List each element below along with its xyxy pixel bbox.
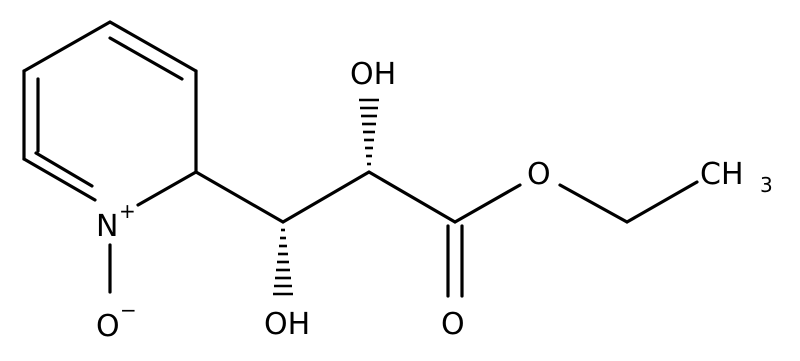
hashed-wedge-top <box>359 98 379 166</box>
atom-ester-o: O <box>527 157 551 192</box>
bond-ring-c5-c4 <box>22 20 112 73</box>
bond-ch2-ch3 <box>625 180 699 224</box>
bond-ring-n1-c6 <box>22 157 97 202</box>
atom-carbonyl-o: O <box>441 307 465 342</box>
atom-n-charge: + <box>119 199 136 223</box>
bond-oester-ch2 <box>558 183 629 224</box>
atom-methyl-subscript: 3 <box>760 173 773 197</box>
atom-o-minus: O <box>96 309 120 344</box>
bond-ring-n1-c6-double <box>34 151 94 188</box>
pyridine-ring <box>22 20 198 207</box>
bond-ccarbonyl-oester <box>453 183 522 224</box>
bond-cb-ccarbonyl <box>367 170 457 224</box>
bond-ring-c4-c3-double <box>108 36 184 81</box>
atom-methyl: CH <box>700 157 744 192</box>
bond-ring-c2-n1 <box>136 170 198 207</box>
atom-n-plus: N <box>96 209 118 244</box>
hashed-wedge-bottom <box>273 228 293 296</box>
bond-ring-c4-c3 <box>108 20 198 73</box>
atom-oh-top: OH <box>350 57 396 92</box>
atom-oh-bottom: OH <box>264 307 310 342</box>
bond-ca-cb <box>281 170 371 224</box>
bond-c2-ca <box>194 170 285 224</box>
atom-o-charge: − <box>120 298 137 322</box>
